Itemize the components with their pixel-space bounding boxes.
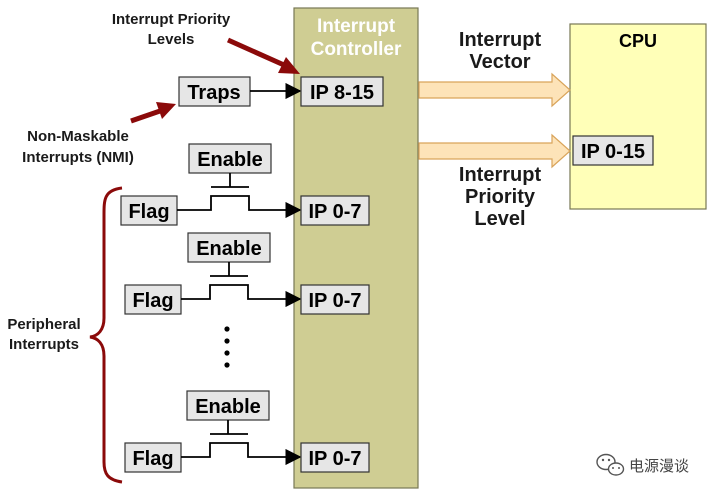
ip-input-label: IP 0-7 [309,201,362,223]
peripheral-channel-2: Enable Flag IP 0-7 [124,232,370,315]
switch-connector [181,442,302,466]
peripheral-label-line1: Peripheral [7,316,80,333]
ip-input-port [300,284,370,315]
wechat-icon [596,453,625,476]
ip-input-port [300,195,370,226]
nmi-label-line2: Interrupts (NMI) [22,149,134,166]
priority-levels-label-line1: Interrupt Priority [112,11,231,28]
cpu-priority-port-label: IP 0-15 [581,141,645,163]
cpu-priority-port [572,135,654,166]
interrupt-priority-level-arrow [418,133,571,169]
interrupt-vector-arrow [418,72,571,108]
flag-label: Flag [132,448,173,470]
ellipsis-dot [224,362,230,368]
nmi-label-line1: Non-Maskable [27,128,129,145]
more-channels-ellipsis [224,326,230,368]
traps-input-port [300,76,384,107]
enable-label: Enable [196,238,262,260]
enable-label: Enable [195,396,261,418]
controller-title-line1: Interrupt [317,16,396,37]
level-label-line3: Level [474,208,525,230]
vector-label-line1: Interrupt [459,29,542,51]
ip-input-label: IP 0-7 [309,448,362,470]
peripheral-brace [89,186,123,484]
enable-label: Enable [197,149,263,171]
flag-label: Flag [128,201,169,223]
cpu-title: CPU [619,31,657,51]
nmi-pointer-arrow [130,102,176,124]
flag-box [124,284,182,315]
ellipsis-dot [224,350,230,356]
vector-label-line2: Vector [469,51,530,73]
priority-levels-label-line2: Levels [148,31,195,48]
ip-input-port [300,442,370,473]
peripheral-label-line2: Interrupts [9,336,79,353]
priority-levels-pointer-arrow [226,37,300,74]
traps-label: Traps [187,82,240,104]
watermark: 电源漫谈 [596,453,689,476]
enable-box [186,390,270,421]
peripheral-channel-1: Enable Flag IP 0-7 [120,143,370,226]
controller-title-line2: Controller [311,39,402,60]
cpu-block [569,23,707,210]
enable-box [188,143,272,174]
flag-box [120,195,178,226]
level-label-line2: Priority [465,186,536,208]
switch-connector [181,284,302,308]
traps-box [178,76,251,107]
traps-input-label: IP 8-15 [310,82,374,104]
watermark-text: 电源漫谈 [629,457,689,475]
ellipsis-dot [224,338,230,344]
peripheral-channel-3: Enable Flag IP 0-7 [124,390,370,473]
flag-label: Flag [132,290,173,312]
ip-input-label: IP 0-7 [309,290,362,312]
level-label-line1: Interrupt [459,164,542,186]
flag-box [124,442,182,473]
ellipsis-dot [224,326,230,332]
switch-connector [177,195,302,219]
